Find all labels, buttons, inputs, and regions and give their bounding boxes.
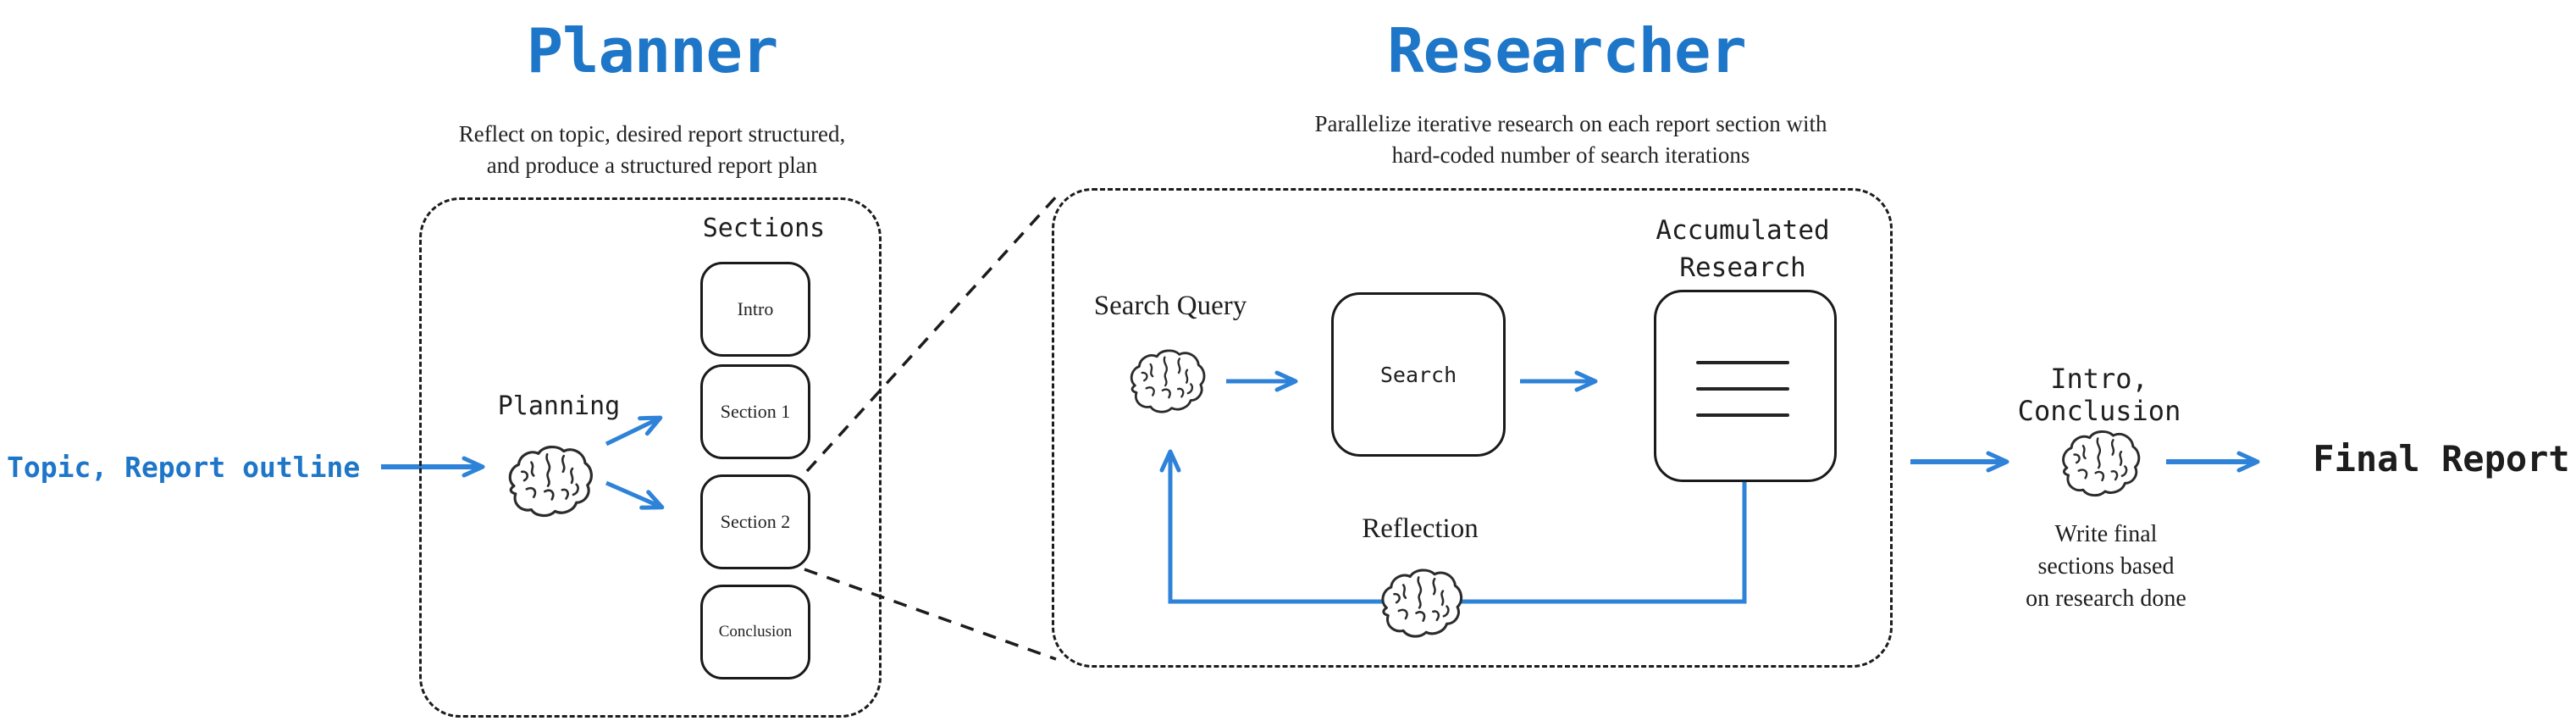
- planner-subtitle: Reflect on topic, desired report structu…: [377, 119, 927, 181]
- accumulated-label-line1: Accumulated: [1656, 215, 1830, 246]
- section-box-conclusion: Conclusion: [700, 585, 810, 679]
- researcher-subtitle: Parallelize iterative research on each r…: [1249, 108, 1893, 171]
- final-report-label: Final Report: [2313, 438, 2570, 480]
- projection-line-upper: [805, 192, 1060, 473]
- section-box-section2: Section 2: [700, 474, 810, 569]
- search-query-brain-icon: [1124, 347, 1208, 416]
- search-query-label: Search Query: [1093, 291, 1247, 321]
- final-note-line2: sections based: [2037, 553, 2175, 580]
- accumulated-label-line2: Research: [1679, 252, 1806, 283]
- researcher-subtitle-line2: hard-coded number of search iterations: [1391, 142, 1750, 168]
- accumulated-lines-icon: [1696, 387, 1789, 391]
- accumulated-research-label: Accumulated Research: [1634, 212, 1851, 286]
- planner-subtitle-line1: Reflect on topic, desired report structu…: [458, 121, 846, 147]
- section-box-intro: Intro: [700, 262, 810, 357]
- planner-subtitle-line2: and produce a structured report plan: [486, 153, 818, 178]
- final-writer-note: Write final sections based on research d…: [1979, 519, 2233, 615]
- accumulated-lines-icon: [1696, 413, 1789, 417]
- reflection-label: Reflection: [1362, 513, 1479, 544]
- section-box-section1: Section 1: [700, 364, 810, 459]
- projection-line-lower: [804, 568, 1057, 661]
- search-box: Search: [1331, 292, 1506, 457]
- final-writer-brain-icon: [2055, 428, 2143, 499]
- accumulated-research-box: [1654, 290, 1837, 482]
- intro-conclusion-label: Intro, Conclusion: [2017, 363, 2181, 427]
- sections-header: Sections: [702, 214, 826, 243]
- planner-title: Planner: [526, 15, 778, 86]
- researcher-frame: [1052, 188, 1893, 668]
- planner-frame: [419, 197, 882, 718]
- researcher-subtitle-line1: Parallelize iterative research on each r…: [1314, 111, 1827, 136]
- topic-input-label: Topic, Report outline: [7, 451, 361, 484]
- researcher-title: Researcher: [1387, 15, 1746, 86]
- arrow-planning-to-section1: [605, 415, 663, 446]
- planning-brain-icon: [501, 443, 596, 519]
- final-note-line3: on research done: [2026, 585, 2186, 612]
- final-note-line1: Write final: [2054, 521, 2158, 547]
- planning-label: Planning: [497, 391, 621, 421]
- arrow-planning-to-section2: [605, 480, 665, 510]
- accumulated-lines-icon: [1696, 361, 1789, 364]
- reflection-brain-icon: [1374, 566, 1466, 641]
